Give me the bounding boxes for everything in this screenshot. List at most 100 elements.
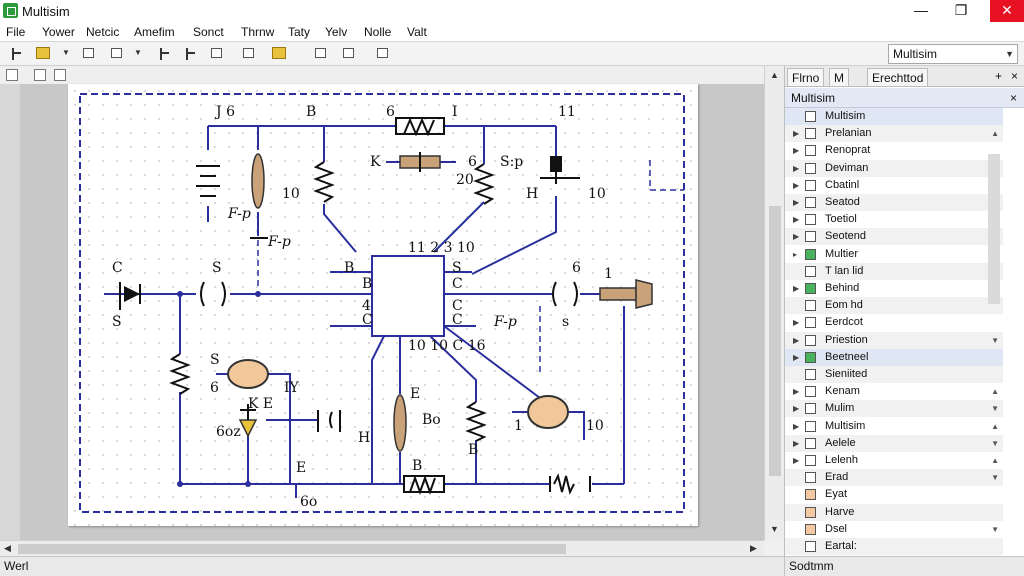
center-wires[interactable]: [371, 335, 401, 484]
horizontal-scrollbar[interactable]: ◀ ▶: [0, 540, 764, 556]
menu-thrnw[interactable]: Thrnw: [241, 25, 275, 39]
expand-arrow-icon[interactable]: ▶: [793, 438, 800, 448]
plug-head[interactable]: [635, 279, 653, 309]
tab-close-button[interactable]: ×: [1011, 69, 1019, 83]
close-button[interactable]: ✕: [990, 0, 1024, 22]
ic-pin-wires[interactable]: [330, 271, 552, 327]
tree-item[interactable]: T lan lid: [785, 262, 1003, 280]
tab-erechttod[interactable]: Erechttod: [867, 68, 929, 86]
row-scroll-arrow-icon[interactable]: ▼: [991, 335, 999, 345]
menu-file[interactable]: File: [6, 25, 26, 39]
menu-yelv[interactable]: Yelv: [325, 25, 348, 39]
tree-item[interactable]: Eartal:: [785, 538, 1003, 555]
tree-item[interactable]: ▶Seotend: [785, 228, 1003, 246]
expand-arrow-icon[interactable]: ▸: [793, 249, 798, 259]
resistor-bottom-right-wire[interactable]: [429, 335, 477, 484]
rotate-icon[interactable]: [312, 45, 330, 62]
expand-arrow-icon[interactable]: ▶: [793, 404, 800, 414]
switch-body[interactable]: [550, 156, 562, 172]
tree-item[interactable]: Eyat: [785, 486, 1003, 503]
tree-item[interactable]: ▶Prelanian▲: [785, 125, 1003, 143]
tree-item[interactable]: ▶Seatod: [785, 194, 1003, 211]
tree-item[interactable]: Harve: [785, 503, 1003, 521]
right-capacitor[interactable]: [552, 281, 578, 307]
tree-item[interactable]: ▶Deviman: [785, 159, 1003, 177]
transistor-symbol[interactable]: [238, 419, 258, 438]
tree-item[interactable]: ▶Beetneel: [785, 348, 1003, 366]
plug-body[interactable]: [599, 287, 637, 301]
center-fuse[interactable]: [393, 394, 407, 452]
resistor-right[interactable]: [473, 163, 495, 205]
open-dropdown-icon[interactable]: ▼: [62, 48, 70, 57]
tree-item[interactable]: ▸Multier: [785, 246, 1003, 263]
minimize-button[interactable]: —: [914, 2, 928, 18]
grid-icon[interactable]: [34, 69, 46, 81]
expand-arrow-icon[interactable]: ▶: [793, 163, 800, 173]
row-scroll-arrow-icon[interactable]: ▼: [991, 438, 999, 448]
resistor-left-wire[interactable]: [323, 126, 357, 253]
row-scroll-arrow-icon[interactable]: ▲: [991, 387, 999, 397]
expand-arrow-icon[interactable]: ▶: [793, 215, 800, 225]
flip-icon[interactable]: [340, 45, 358, 62]
bottom-resistor[interactable]: [403, 475, 445, 495]
simulate-icon[interactable]: [374, 45, 392, 62]
resistor-bottom-right[interactable]: [465, 401, 487, 442]
expand-arrow-icon[interactable]: ▶: [793, 318, 800, 328]
menu-netcic[interactable]: Netcic: [86, 25, 120, 39]
lamp-wire[interactable]: [216, 373, 291, 484]
tree-item[interactable]: Eom hd: [785, 297, 1003, 315]
right-lamp[interactable]: [527, 395, 569, 429]
menu-taty[interactable]: Taty: [288, 25, 311, 39]
tree-item[interactable]: Multisim: [785, 108, 1003, 125]
top-resistor[interactable]: [395, 117, 445, 137]
tree-item[interactable]: ▶Lelenh▲: [785, 452, 1003, 469]
switch-wire[interactable]: [471, 126, 557, 275]
tree-scroll-thumb[interactable]: [988, 154, 1000, 304]
expand-arrow-icon[interactable]: ▶: [793, 232, 800, 242]
lamp-symbol[interactable]: [227, 359, 269, 389]
expand-arrow-icon[interactable]: ▶: [793, 146, 800, 156]
expand-arrow-icon[interactable]: ▶: [793, 129, 800, 139]
battery-symbol[interactable]: [196, 165, 220, 197]
transistor-wire[interactable]: [247, 419, 318, 484]
probe-tool-icon[interactable]: [208, 45, 226, 62]
menu-valt[interactable]: Valt: [407, 25, 427, 39]
vertical-scrollbar[interactable]: ▲ ▼: [764, 66, 784, 540]
expand-arrow-icon[interactable]: ▶: [793, 335, 800, 345]
design-select[interactable]: Multisim ▼: [888, 44, 1018, 64]
tree-item[interactable]: ▶Eerdcot: [785, 314, 1003, 331]
resistor-bottom-left[interactable]: [169, 353, 191, 395]
vertical-scroll-thumb[interactable]: [769, 206, 781, 476]
expand-arrow-icon[interactable]: ▶: [793, 180, 800, 190]
expand-arrow-icon[interactable]: ▶: [793, 352, 800, 362]
tree-item[interactable]: ▶Aelele▼: [785, 434, 1003, 452]
expand-arrow-icon[interactable]: ▶: [793, 421, 800, 431]
tree-item[interactable]: Erad▼: [785, 469, 1003, 487]
tree-item[interactable]: ▶Priestion▼: [785, 331, 1003, 349]
bottom-capacitor[interactable]: [317, 410, 341, 432]
zoom-icon[interactable]: [6, 69, 18, 81]
scroll-down-icon[interactable]: ▼: [770, 524, 779, 534]
row-scroll-arrow-icon[interactable]: ▲: [991, 129, 999, 139]
panel-close-button[interactable]: ×: [1009, 91, 1017, 105]
horizontal-scroll-thumb[interactable]: [18, 544, 566, 554]
tree-item[interactable]: ▶Renoprat: [785, 142, 1003, 159]
menu-yower[interactable]: Yower: [42, 25, 75, 39]
ic-chip[interactable]: [371, 255, 445, 337]
tree-item[interactable]: ▶Multisim▲: [785, 418, 1003, 435]
tree-item[interactable]: ▶Behind: [785, 280, 1003, 297]
junction-tool-icon[interactable]: [182, 45, 200, 62]
right-lamp-wire[interactable]: [443, 325, 585, 440]
pointer-tool-icon[interactable]: [8, 45, 26, 62]
diode-symbol[interactable]: [124, 284, 141, 304]
row-scroll-arrow-icon[interactable]: ▲: [991, 456, 999, 465]
tree-item[interactable]: ▶Toetiol▲: [785, 211, 1003, 228]
snap-icon[interactable]: [54, 69, 66, 81]
menu-sonct[interactable]: Sonct: [193, 25, 224, 39]
row-scroll-arrow-icon[interactable]: ▼: [991, 473, 999, 483]
left-vertical-wire[interactable]: [179, 294, 296, 485]
component-tool-icon[interactable]: [108, 45, 126, 62]
paste-icon[interactable]: [270, 45, 288, 62]
